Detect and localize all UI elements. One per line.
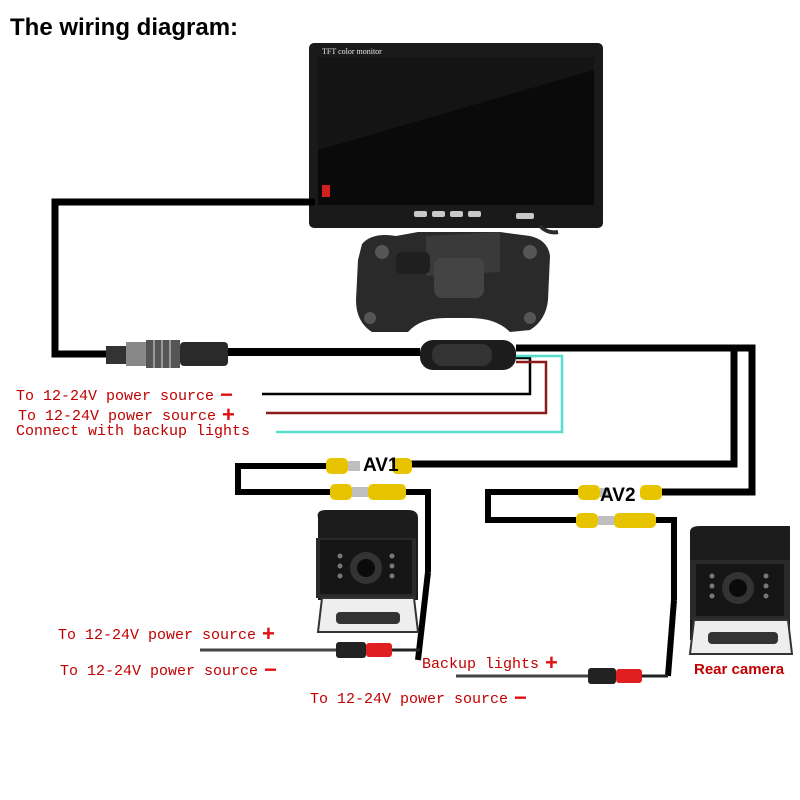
av-cables xyxy=(235,344,756,677)
splitter-box xyxy=(420,340,516,370)
rear-camera-label: Rear camera xyxy=(694,661,785,678)
plus-sign: + xyxy=(262,621,275,646)
av2-label: AV2 xyxy=(600,485,636,506)
cam1-power-positive-label: To 12-24V power source + xyxy=(58,623,275,645)
plus-sign: + xyxy=(545,650,558,675)
label-text: To 12-24V power source xyxy=(60,663,259,680)
minus-sign: − xyxy=(220,382,233,407)
minus-sign: − xyxy=(264,657,277,682)
av1-label: AV1 xyxy=(363,455,399,476)
power-wires xyxy=(262,354,564,434)
aviation-connector xyxy=(106,340,228,368)
label-text: Backup lights xyxy=(422,656,540,673)
cam2-power-negative-label: To 12-24V power source− xyxy=(310,687,527,709)
camera-1 xyxy=(200,510,420,658)
monitor-power-negative-label: To 12-24V power source− xyxy=(16,384,233,406)
backup-lights-label: Backup lights + xyxy=(422,652,558,674)
label-text: To 12-24V power source xyxy=(310,691,509,708)
av1-connectors xyxy=(326,458,412,500)
plus-sign: + xyxy=(222,402,235,427)
monitor-power-positive-label: To 12-24V power source + xyxy=(18,404,235,426)
monitor-brand-text: TFT color monitor xyxy=(322,47,382,56)
minus-sign: − xyxy=(514,685,527,710)
monitor xyxy=(309,43,603,332)
backup-lights-connect-label: Connect with backup lights xyxy=(16,423,251,440)
monitor-cable xyxy=(51,198,420,358)
label-text: To 12-24V power source xyxy=(16,388,215,405)
label-text: To 12-24V power source xyxy=(18,408,217,425)
label-text: To 12-24V power source xyxy=(58,627,257,644)
camera-2 xyxy=(456,526,794,684)
diagram-title: The wiring diagram: xyxy=(10,14,239,41)
cam1-power-negative-label: To 12-24V power source− xyxy=(60,659,277,681)
av2-connectors xyxy=(576,485,662,528)
